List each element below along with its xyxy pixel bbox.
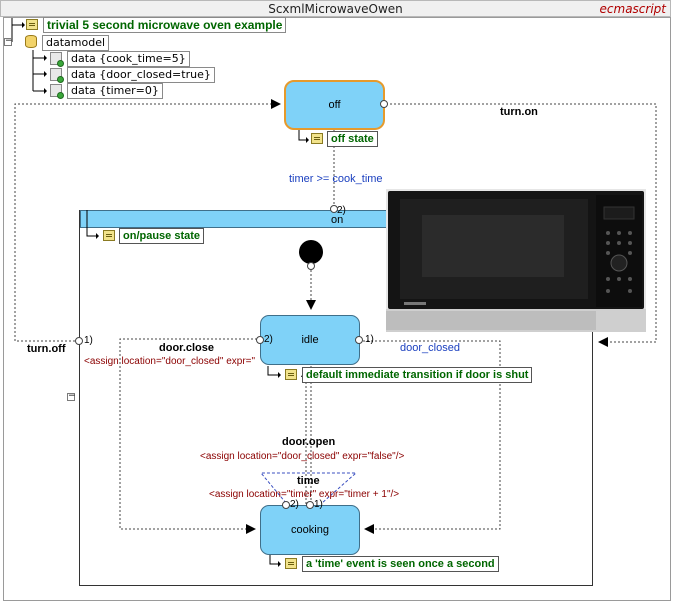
order-door-closed: 1) [365,334,374,345]
title-bar: ScxmlMicrowaveOwen ecmascript [0,0,671,17]
collapse-toggle-icon[interactable]: − [67,391,76,401]
data-item-icon [50,68,64,83]
scxml-root-frame [3,17,671,601]
data-item-icon [50,84,64,99]
datamodel-node[interactable]: datamodel [42,35,110,51]
comment-note-icon [26,19,38,30]
transition-port[interactable] [256,336,264,344]
transition-port[interactable] [307,262,315,270]
transition-port[interactable] [75,337,83,345]
data-item-cook-time[interactable]: data {cook_time=5} [67,51,190,67]
comment-note-icon [103,230,115,241]
microwave-oven-image [386,189,646,332]
order-time-b: 1) [314,499,323,510]
transition-port[interactable] [355,336,363,344]
note-cooking-state[interactable]: a 'time' event is seen once a second [302,556,499,572]
data-item-timer[interactable]: data {timer=0} [67,83,163,99]
event-time[interactable]: time [297,475,320,487]
action-time: <assign location="timer" expr="timer + 1… [209,489,400,500]
note-on-state[interactable]: on/pause state [119,228,205,244]
state-cooking-label: cooking [291,524,329,536]
order-time-a: 2) [290,499,299,510]
data-item-icon [50,52,64,67]
root-comment[interactable]: trivial 5 second microwave oven example [43,17,287,33]
state-on-label: on [331,214,344,226]
database-icon [25,35,37,48]
collapse-toggle-icon[interactable]: − [4,36,13,46]
transition-port[interactable] [380,100,388,108]
transition-port[interactable] [282,501,290,509]
window-title: ScxmlMicrowaveOwen [268,2,403,16]
cond-timer[interactable]: timer >= cook_time [289,173,383,185]
order-turn-off: 1) [84,335,93,346]
note-idle-state[interactable]: default immediate transition if door is … [302,367,533,383]
state-idle-label: idle [301,334,319,346]
data-item-door-closed[interactable]: data {door_closed=true} [67,67,215,83]
comment-note-icon [285,369,297,380]
event-door-close[interactable]: door.close [159,342,215,354]
comment-note-icon [311,133,323,144]
event-door-open[interactable]: door.open [282,436,336,448]
state-idle[interactable]: idle [260,315,360,365]
action-door-close: <assign location="door_closed" expr="tru [84,356,255,367]
order-timer: 2) [337,205,346,216]
transition-port[interactable] [330,205,338,213]
event-turn-off[interactable]: turn.off [27,343,66,355]
event-turn-on[interactable]: turn.on [500,106,538,118]
order-door-close: 2) [264,334,273,345]
transition-port[interactable] [306,501,314,509]
action-door-open: <assign location="door_closed" expr="fal… [200,451,405,462]
note-off-state[interactable]: off state [327,131,378,147]
cond-door-closed[interactable]: door_closed [400,342,460,354]
state-off-label: off [328,99,341,111]
comment-note-icon [285,558,297,569]
state-cooking[interactable]: cooking [260,505,360,555]
datamodel-type: ecmascript [599,2,666,16]
state-off[interactable]: off [284,80,385,130]
